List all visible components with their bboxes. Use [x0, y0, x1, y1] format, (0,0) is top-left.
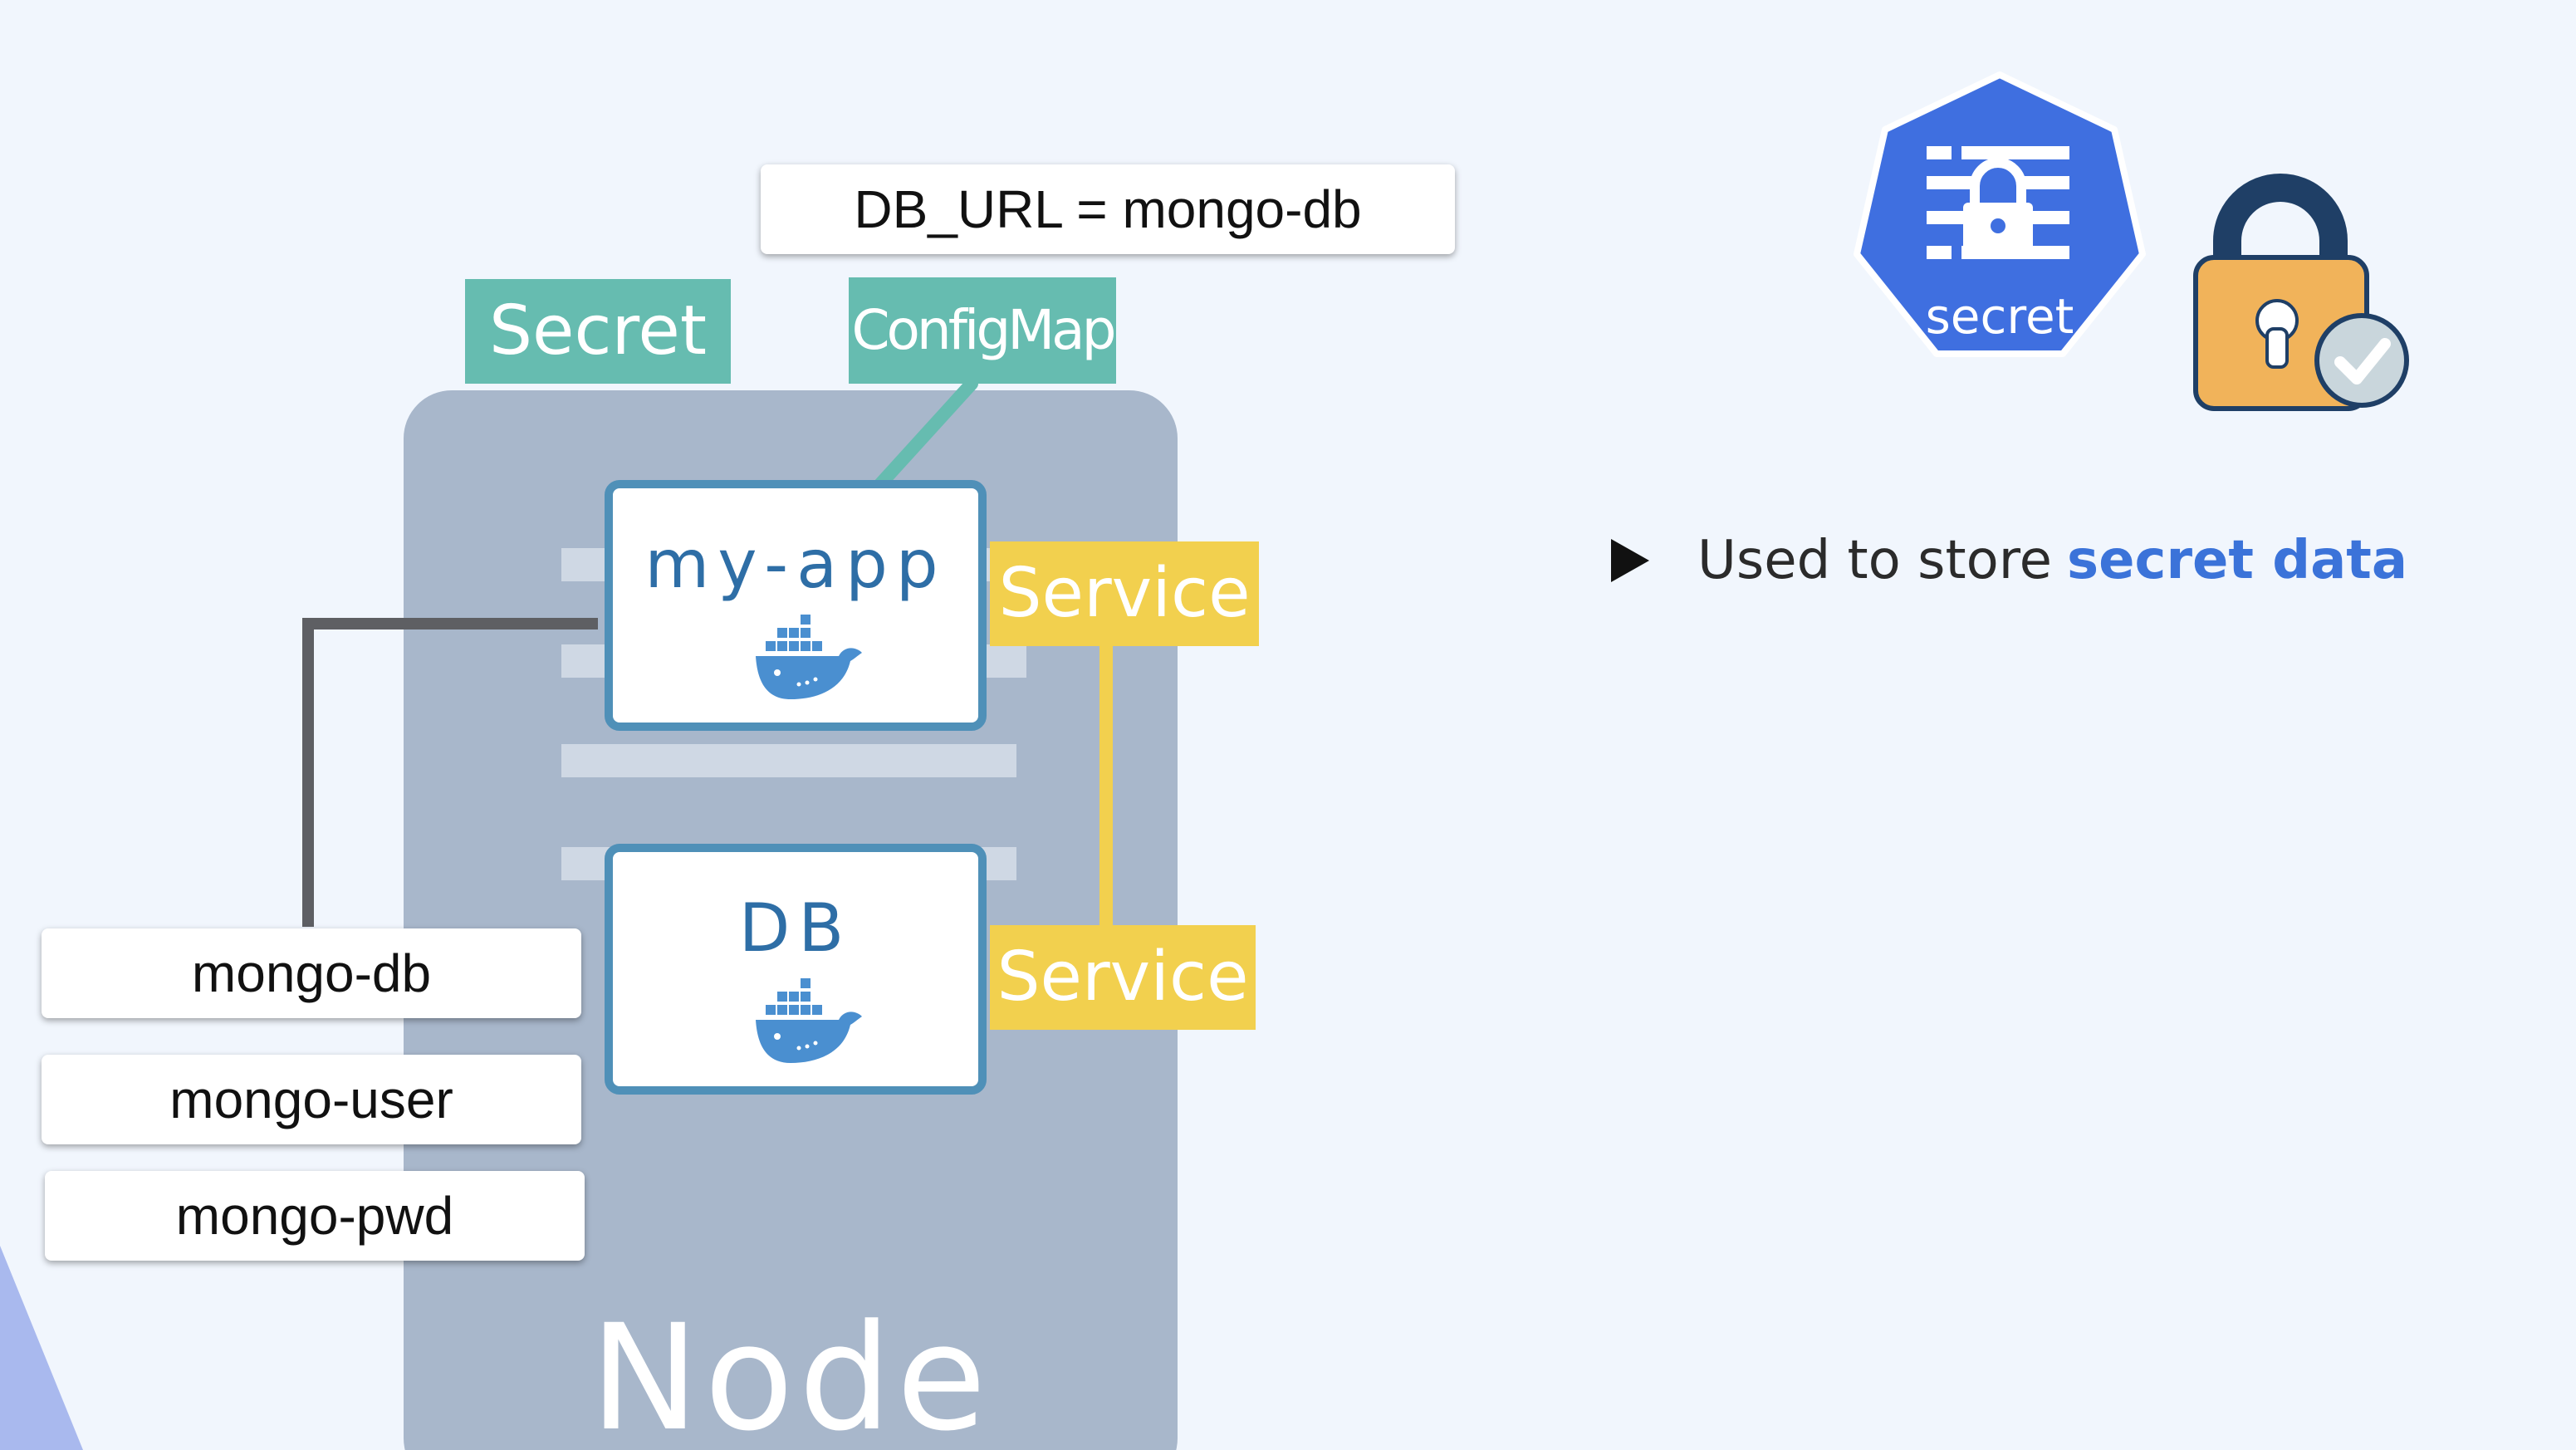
node-bar — [561, 744, 1016, 777]
heptagon-badge-icon — [1854, 71, 2146, 357]
padlock-check-icon — [2193, 174, 2409, 411]
secret-value-box: mongo-user — [42, 1055, 581, 1144]
corner-triangle-decoration — [0, 1246, 83, 1450]
secret-connector-horizontal — [302, 618, 598, 629]
configmap-tag[interactable]: ConfigMap — [849, 277, 1117, 384]
secret-tag[interactable]: Secret — [465, 279, 731, 384]
db-label: DB — [738, 889, 853, 967]
my-app-pod[interactable]: my-app — [605, 480, 987, 731]
my-app-label: my-app — [644, 526, 947, 603]
service-tag-db[interactable]: Service — [990, 925, 1256, 1030]
bullet-highlight: secret data — [2067, 530, 2408, 591]
db-pod[interactable]: DB — [605, 844, 987, 1095]
secret-value-box: mongo-db — [42, 928, 581, 1018]
secret-connector-vertical — [302, 618, 314, 927]
bullet-text: Used to store — [1697, 530, 2052, 591]
docker-whale-icon — [756, 978, 862, 1063]
docker-whale-icon — [756, 615, 862, 699]
play-arrow-icon — [1611, 539, 1649, 582]
secret-value-box: mongo-pwd — [45, 1171, 585, 1261]
kubernetes-secret-label: secret — [1925, 288, 2074, 345]
node-label: Node — [590, 1293, 992, 1450]
kubernetes-secret-icon: secret — [1850, 70, 2149, 377]
service-tag-app[interactable]: Service — [990, 541, 1259, 646]
configmap-entry-box: DB_URL = mongo-db — [761, 164, 1455, 254]
bullet-point: Used to store secret data — [1611, 515, 2441, 606]
service-link-line — [1099, 644, 1113, 935]
